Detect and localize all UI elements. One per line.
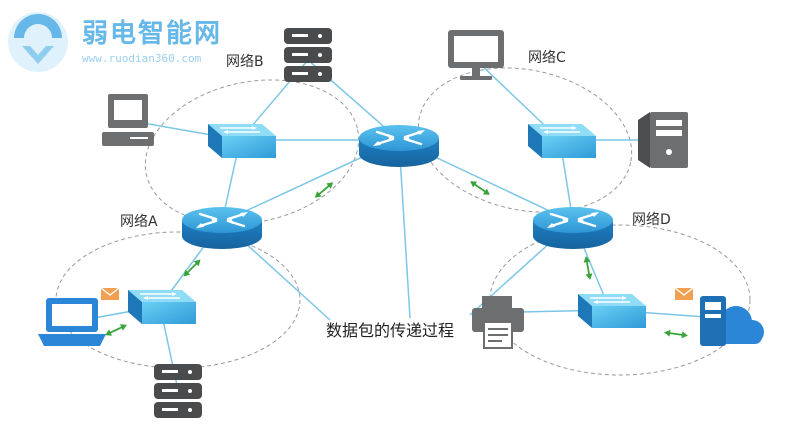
network-b-boundary <box>144 79 360 225</box>
network-a-label: 网络A <box>120 214 158 230</box>
logo-url: www.ruodian360.com <box>82 52 202 65</box>
mail-icon <box>100 287 120 301</box>
link <box>398 139 411 319</box>
switch-d-icon <box>577 293 647 329</box>
desktop-computer-icon <box>102 94 154 146</box>
server-b-icon <box>284 28 332 82</box>
packet-arrow-icon <box>180 256 204 280</box>
switch-c-icon <box>527 123 597 159</box>
network-b-label: 网络B <box>226 54 264 70</box>
router-a-icon <box>180 205 264 251</box>
server-a-icon <box>154 364 202 418</box>
network-c-label: 网络C <box>528 50 566 66</box>
router-core-icon <box>357 123 441 169</box>
packet-arrow-icon <box>311 178 337 202</box>
logo-title: 弱电智能网 <box>82 18 222 49</box>
mail-icon <box>674 287 694 301</box>
links <box>71 59 721 391</box>
printer-icon <box>472 296 524 349</box>
monitor-icon <box>448 30 504 80</box>
tower-server-icon <box>638 112 688 168</box>
packet-arrow-icon <box>662 327 690 341</box>
diagram-caption: 数据包的传递过程 <box>326 321 454 340</box>
packet-arrow-icon <box>102 320 130 340</box>
switch-a-icon <box>127 289 197 325</box>
cloud-server-icon <box>700 296 764 346</box>
logo: 弱电智能网 www.ruodian360.com <box>8 12 222 72</box>
router-d-icon <box>531 205 615 251</box>
network-d-label: 网络D <box>632 212 671 228</box>
logo-mark-icon <box>8 12 68 72</box>
network-c-boundary <box>417 67 633 213</box>
switch-b-icon <box>207 123 277 159</box>
network-d-boundary <box>489 224 751 376</box>
laptop-icon <box>38 298 106 346</box>
